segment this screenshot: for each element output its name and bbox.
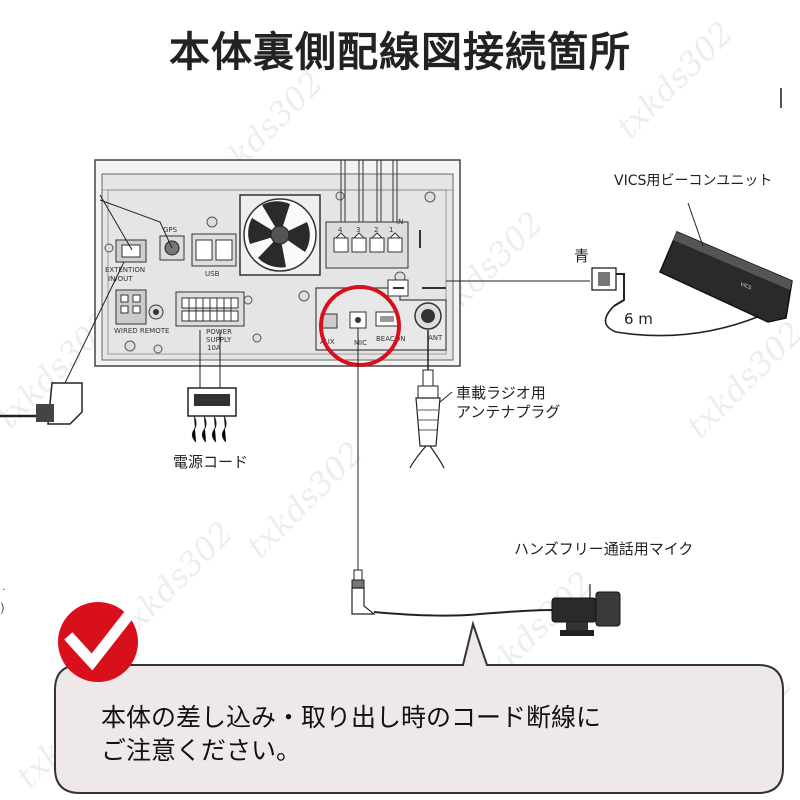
mic-highlight-ring [319,285,401,367]
vics-beacon-unit: VICS [659,202,793,323]
ant-label: ANT [428,334,443,342]
power-label-1: POWER [206,328,232,336]
svg-text:): ) [0,601,5,615]
usb-label: USB [205,270,220,278]
power-cord-plug [187,330,237,443]
beacon-blue-plug [591,267,625,307]
note-line-2: ご注意ください。 [101,736,302,765]
svg-text:VICS: VICS [739,281,752,291]
extention-plug [0,382,83,425]
power-label-3: 10A [207,344,221,352]
aux-label: AUX [320,338,335,346]
cam-port-2: 2 [374,226,378,234]
antenna-plug-label-1: 車載ラジオ用 [456,384,546,402]
wired-remote-label: WIRED REMOTE [114,327,169,335]
mic-label: ハンズフリー通話用マイク [514,540,693,558]
cam-port-4: 4 [338,226,343,234]
extention-inout-label: IN/OUT [108,275,133,283]
handsfree-mic [551,584,621,636]
mic-plug [351,569,376,615]
watermark: txkds302 [239,434,371,566]
beacon-cable [604,305,761,337]
check-badge [58,602,138,682]
note-callout [54,620,784,794]
power-cord-label: 電源コード [173,453,248,471]
note-text: 本体の差し込み・取り出し時のコード断線に ご注意ください。 [55,665,783,793]
cam-port-1: 1 [389,226,393,234]
extention-cable [63,194,133,386]
power-label-2: SUPPLY [206,336,232,344]
cam-port-3: 3 [356,226,360,234]
cam-in-label: IN [396,218,403,226]
antenna-plug [409,330,445,469]
blue-label: 青 [574,247,589,265]
head-unit-rear-panel: GPS EXTENTION IN/OUT USB 4 3 2 1 IN [94,159,461,367]
antenna-plug-label-2: アンテナプラグ [456,403,560,421]
svg-text:.: . [2,580,6,593]
extention-label: EXTENTION [105,266,145,274]
checkmark-icon [64,608,136,671]
beacon-label: BEACON [376,335,406,343]
page-title: 本体裏側配線図接続箇所 [169,28,631,76]
note-line-1: 本体の差し込み・取り出し時のコード断線に [101,703,602,732]
length-label: 6 m [624,310,653,328]
vics-unit-label: VICS用ビーコンユニット [614,173,772,189]
gps-label: GPS [163,226,178,234]
mic-label: MIC [354,339,367,347]
